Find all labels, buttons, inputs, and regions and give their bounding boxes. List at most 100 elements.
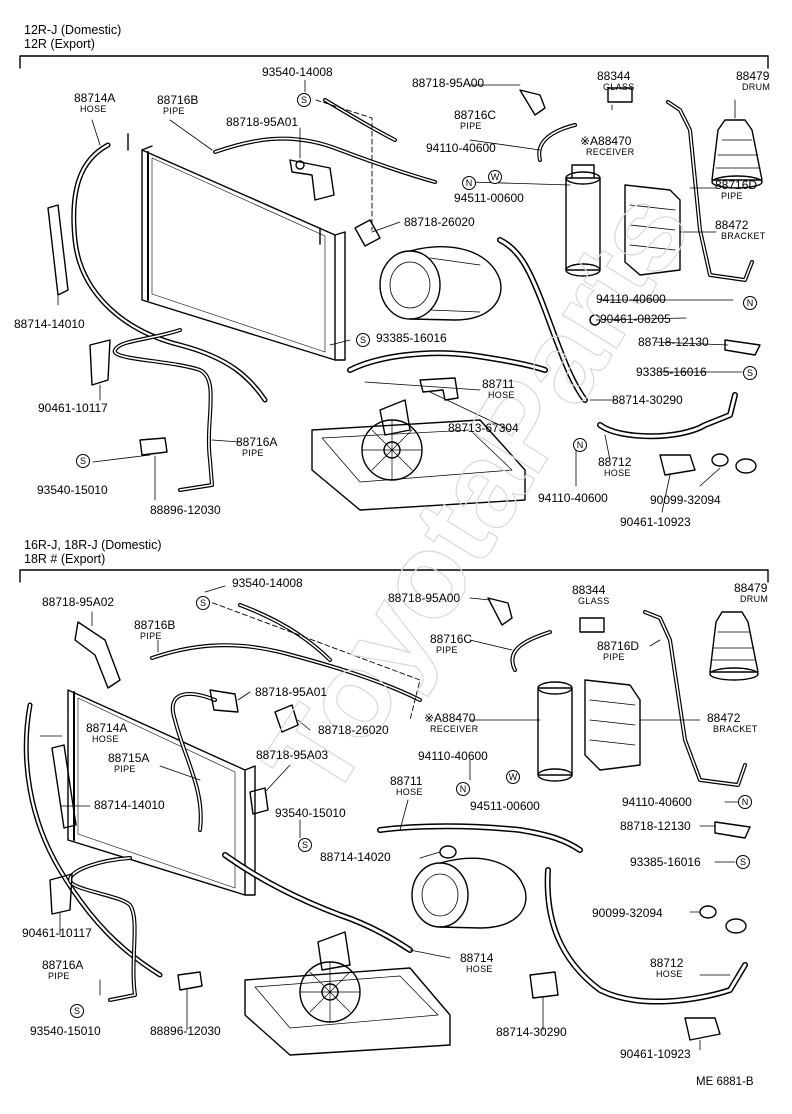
part-number: 90461-10923 xyxy=(620,1047,691,1061)
part-label: 88718-12130 xyxy=(620,820,691,832)
part-label: 88718-95A03 xyxy=(256,749,328,761)
part-number: 88718-95A01 xyxy=(226,115,299,129)
part-number: ※A88470 xyxy=(580,134,632,148)
part-description: HOSE xyxy=(466,964,493,974)
part-description: HOSE xyxy=(80,104,107,114)
part-number: 88716A xyxy=(236,435,278,449)
part-number: 88716D xyxy=(715,178,758,192)
s-symbol: S xyxy=(356,333,370,347)
part-number: 90461-10923 xyxy=(620,515,691,529)
diagram-code: ME 6881-B xyxy=(696,1076,754,1088)
part-number: 88716D xyxy=(597,639,640,653)
part-number: 88714 xyxy=(460,951,494,965)
part-number: 94110-40600 xyxy=(622,795,692,809)
part-label: 88718-12130 xyxy=(638,336,709,348)
part-label: 88714-14010 xyxy=(94,799,165,811)
part-number: 93385-16016 xyxy=(636,365,707,379)
part-label: 88718-95A01 xyxy=(226,116,298,128)
part-number: 88714-30290 xyxy=(496,1025,567,1039)
s-symbol: S xyxy=(196,596,210,610)
part-label: 93385-16016 xyxy=(636,366,707,378)
compressor-top xyxy=(379,245,502,321)
part-description: PIPE xyxy=(114,764,136,774)
part-description: HOSE xyxy=(656,969,683,979)
clip-26020-bottom xyxy=(274,704,299,733)
bracket-95a01-top xyxy=(289,159,335,201)
part-number: 88716B xyxy=(134,618,176,632)
part-number: 93540-15010 xyxy=(30,1024,101,1038)
part-number: 88716C xyxy=(454,108,497,122)
part-number: 88714-30290 xyxy=(612,393,683,407)
bracket-95a02 xyxy=(74,621,121,689)
part-description: HOSE xyxy=(396,787,423,797)
clamp-88714-30290-bottom xyxy=(529,971,559,999)
part-number: 88479 xyxy=(736,69,770,83)
pipe-88716d-bottom xyxy=(643,610,747,787)
compressor-bottom xyxy=(411,857,527,929)
part-description: PIPE xyxy=(460,121,482,131)
drum-88479-bottom xyxy=(709,611,759,681)
part-description: PIPE xyxy=(140,631,162,641)
part-number: 93385-16016 xyxy=(630,855,701,869)
part-number: 88718-12130 xyxy=(620,819,691,833)
n-symbol: N xyxy=(743,296,757,310)
part-description: GLASS xyxy=(603,82,635,92)
part-label: 94110-40600 xyxy=(538,492,608,504)
part-number: 94511-00600 xyxy=(454,191,524,205)
part-label: 88714-30290 xyxy=(496,1026,567,1038)
bracket-95a03 xyxy=(249,787,269,815)
part-number: 88479 xyxy=(734,581,768,595)
clip-88713-top xyxy=(419,377,459,401)
part-number: 88711 xyxy=(482,377,515,391)
receiver-88470-bottom xyxy=(537,681,573,782)
pipe-88716c-top xyxy=(537,123,577,162)
s-symbol: S xyxy=(76,454,90,468)
part-label: 88718-95A00 xyxy=(388,592,460,604)
bottom-frame xyxy=(19,569,769,583)
s-symbol: S xyxy=(297,93,311,107)
part-label: 88718-95A00 xyxy=(412,77,484,89)
glass-88344-top xyxy=(607,87,633,103)
clip-88896-bottom xyxy=(177,971,203,991)
part-label: 90461-10923 xyxy=(620,1048,691,1060)
clip-90461-10117-bottom xyxy=(49,873,73,915)
part-number: 88712 xyxy=(598,455,632,469)
part-label: 90461-08205 xyxy=(600,313,671,325)
n-symbol: N xyxy=(738,795,752,809)
part-number: ※A88470 xyxy=(424,711,476,725)
part-description: PIPE xyxy=(163,106,185,116)
part-label: 88714-14020 xyxy=(320,851,391,863)
part-label: 93540-14008 xyxy=(262,66,333,78)
part-label: 88718-26020 xyxy=(404,216,475,228)
s-symbol: S xyxy=(736,855,750,869)
grommet-90099-bottom-a xyxy=(699,905,717,919)
part-label: 94511-00600 xyxy=(454,192,524,204)
n-symbol: N xyxy=(456,782,470,796)
clip-88896-top xyxy=(139,437,168,456)
top-heading-line2: 12R (Export) xyxy=(24,37,95,51)
part-label: 88718-95A02 xyxy=(42,596,114,608)
receiver-88470-top xyxy=(565,164,601,277)
s-symbol: S xyxy=(743,366,757,380)
bracket-12130-top xyxy=(724,339,761,356)
pipe-88715a xyxy=(170,692,217,832)
part-number: 90461-08205 xyxy=(600,312,671,326)
part-label: 88896-12030 xyxy=(150,504,221,516)
part-number: 88714A xyxy=(86,721,128,735)
bracket-88472-bottom xyxy=(584,679,641,771)
part-number: 88713-67304 xyxy=(448,421,519,435)
part-label: 90099-32094 xyxy=(650,494,721,506)
pipe-88716c-bottom xyxy=(510,630,552,672)
